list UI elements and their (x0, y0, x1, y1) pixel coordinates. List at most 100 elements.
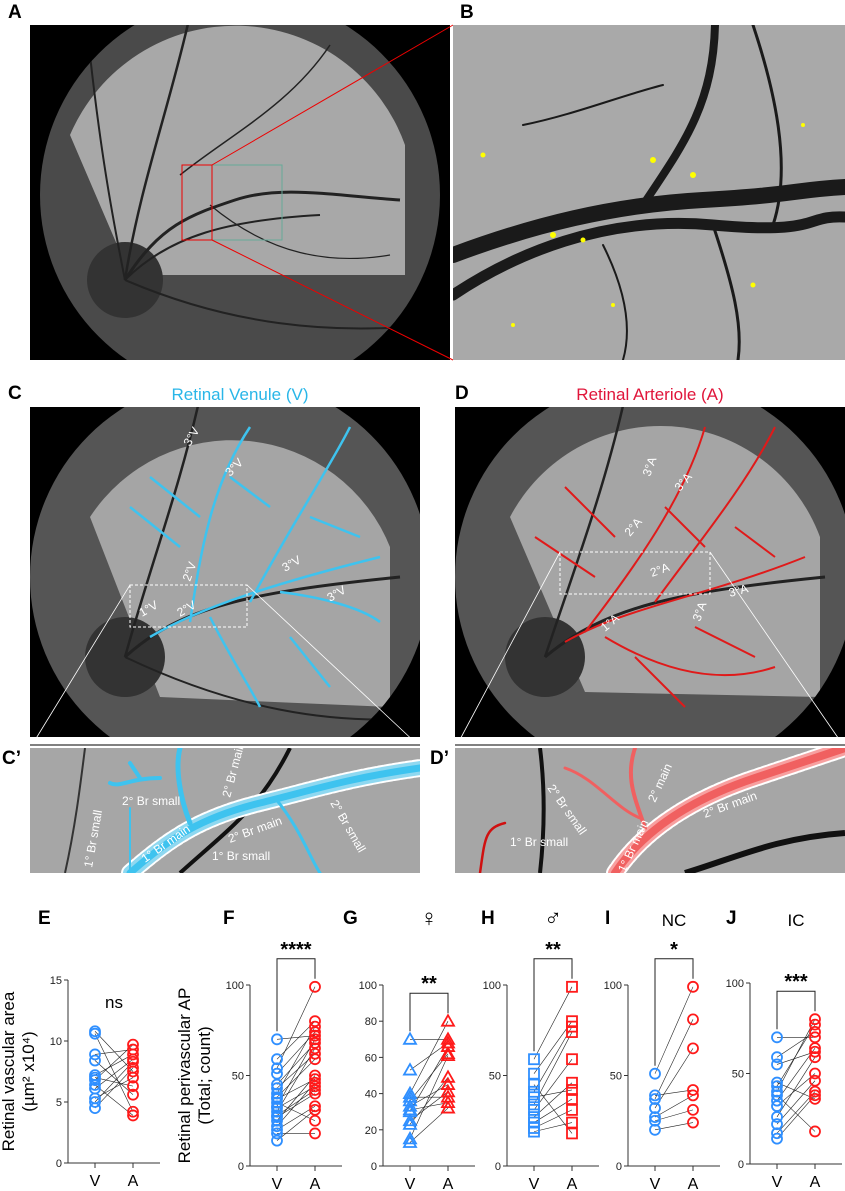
point-venule (89, 1096, 101, 1108)
pair-line (94, 1031, 134, 1072)
point-arteriole (309, 1020, 321, 1033)
point-venule (649, 1111, 661, 1124)
point-arteriole (809, 1042, 821, 1055)
y-tick-label: 40 (365, 1089, 377, 1101)
branch-label: 2° Br small (122, 794, 180, 808)
pair-line (94, 1054, 134, 1076)
panel-label: E (38, 908, 51, 929)
pair-line (276, 1031, 316, 1074)
point-arteriole (566, 1084, 578, 1096)
x-tick-label: A (443, 1176, 454, 1191)
point-venule (771, 1085, 783, 1098)
point-venule (402, 1098, 418, 1112)
point-venule (771, 1031, 783, 1044)
pair-line (94, 1061, 134, 1103)
y-tick-label: 50 (610, 1071, 622, 1083)
vessel-label: 3°A (690, 600, 710, 623)
pair-line (276, 1102, 316, 1122)
panel-label-d-prime: D’ (430, 748, 449, 769)
point-arteriole (127, 1080, 139, 1093)
y-tick-label: 5 (56, 1097, 62, 1109)
significance-label: ns (105, 993, 123, 1012)
point-venule (649, 1089, 661, 1102)
significance-label: ** (421, 973, 437, 995)
point-venule (771, 1111, 783, 1123)
point-arteriole (127, 1055, 139, 1068)
panel-label-b: B (460, 2, 474, 23)
point-arteriole (440, 1047, 456, 1061)
point-arteriole (127, 1061, 139, 1074)
chart-title: ♂ (544, 905, 562, 932)
panel-label-d: D (455, 383, 469, 404)
point-arteriole (566, 1116, 578, 1129)
chart-title: ♀ (420, 905, 438, 932)
panel-label-c-prime: C’ (2, 748, 21, 769)
chart-title: NC (662, 911, 687, 930)
point-arteriole (440, 1083, 456, 1098)
significance-bracket (533, 958, 573, 1052)
x-tick-label: A (128, 1173, 139, 1190)
point-venule (528, 1103, 540, 1116)
panel-label: I (605, 908, 610, 929)
pair-line (533, 1026, 573, 1092)
point-venule (771, 1094, 783, 1107)
point-venule (771, 1051, 783, 1064)
y-axis-label: Retinal vascular area (0, 991, 18, 1151)
point-venule (271, 1053, 283, 1066)
point-arteriole (687, 1042, 699, 1055)
branch-label: 1° Br small (510, 835, 568, 849)
pair-line (276, 1082, 316, 1127)
y-tick-label: 0 (238, 1161, 244, 1173)
pair-line (776, 1095, 816, 1139)
point-arteriole (309, 1047, 321, 1060)
significance-bracket (654, 958, 694, 1066)
point-venule (771, 1080, 783, 1093)
point-arteriole (687, 1116, 699, 1129)
y-tick-label: 0 (616, 1161, 622, 1173)
point-arteriole (309, 1103, 321, 1116)
point-arteriole (440, 1013, 456, 1027)
pair-line (276, 1075, 316, 1121)
point-arteriole (309, 980, 321, 993)
point-venule (528, 1078, 540, 1091)
pair-line (94, 1059, 134, 1089)
y-tick-label: 100 (483, 980, 501, 992)
zoomed-image-b (453, 25, 845, 360)
point-venule (89, 1079, 101, 1091)
point-arteriole (566, 1026, 578, 1038)
point-venule (402, 1031, 418, 1045)
significance-bracket (776, 990, 816, 1030)
x-tick-label: V (650, 1176, 661, 1191)
point-arteriole (440, 1076, 456, 1090)
x-tick-label: V (272, 1176, 283, 1191)
point-arteriole (809, 1092, 821, 1105)
pair-line (276, 1058, 316, 1098)
point-venule (89, 1074, 101, 1086)
pair-line (776, 1080, 816, 1125)
point-arteriole (809, 1074, 821, 1087)
point-arteriole (687, 1013, 699, 1026)
significance-label: ** (545, 939, 561, 961)
pair-line (533, 1109, 573, 1129)
point-arteriole (309, 1084, 321, 1096)
point-venule (402, 1131, 418, 1145)
y-tick-label: 60 (365, 1052, 377, 1064)
y-tick-label: 0 (495, 1161, 501, 1173)
point-venule (271, 1087, 283, 1100)
y-tick-label: 100 (726, 978, 744, 990)
point-venule (771, 1058, 783, 1071)
significance-bracket (409, 992, 449, 1032)
pair-line (776, 1091, 816, 1134)
arteriole-trace-image-d: 3°A 3°A 2°A 2°A 1°A 3°A 3°A (455, 407, 845, 737)
point-venule (649, 1067, 661, 1080)
point-venule (649, 1102, 661, 1114)
panel-label: J (726, 908, 737, 929)
y-tick-label: 10 (50, 1036, 62, 1048)
pair-line (776, 1073, 816, 1107)
point-venule (271, 1114, 283, 1127)
